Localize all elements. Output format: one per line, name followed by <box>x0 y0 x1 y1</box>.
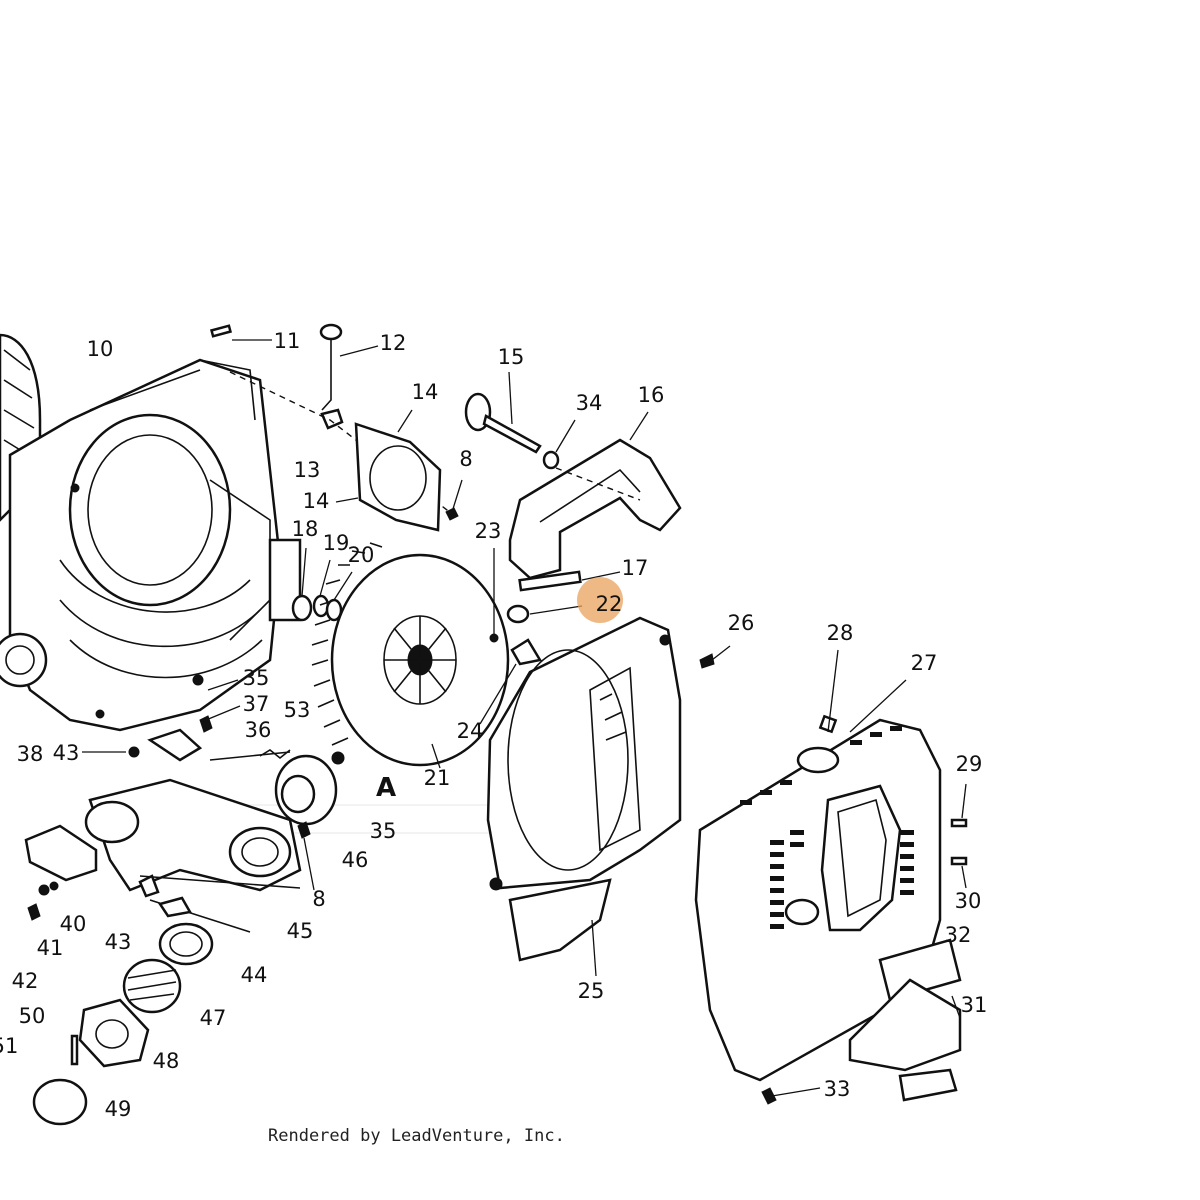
callout-28: 28 <box>827 621 854 645</box>
callout-20: 20 <box>348 543 375 567</box>
callout-49: 49 <box>105 1097 132 1121</box>
callout-31: 31 <box>961 993 988 1017</box>
callout-10: 10 <box>87 337 114 361</box>
callout-25: 25 <box>578 979 605 1003</box>
callout-47: 47 <box>200 1006 227 1030</box>
callout-36: 36 <box>245 718 272 742</box>
throttle-linkage-parts <box>24 674 345 1126</box>
callout-17: 17 <box>622 556 649 580</box>
callout-14: 14 <box>412 380 439 404</box>
callout-34: 34 <box>576 391 603 415</box>
blower-housing-part <box>0 333 302 732</box>
callout-43: 43 <box>105 930 132 954</box>
callout-51: 51 <box>0 1034 18 1058</box>
credit-text: Rendered by LeadVenture, Inc. <box>268 1126 565 1146</box>
callout-19: 19 <box>323 531 350 555</box>
callout-16: 16 <box>638 383 665 407</box>
callout-38: 38 <box>17 742 44 766</box>
handle-assembly-parts <box>464 371 682 643</box>
gasket-parts <box>335 409 463 532</box>
callout-30: 30 <box>955 889 982 913</box>
callout-37: 37 <box>243 692 270 716</box>
vent-grille <box>740 726 914 929</box>
bearing-washer-parts <box>291 547 353 622</box>
highlight-ring-22 <box>577 577 623 623</box>
callout-35: 35 <box>370 819 397 843</box>
callout-29: 29 <box>956 752 983 776</box>
callout-27: 27 <box>911 651 938 675</box>
fan-impeller-part <box>311 542 510 769</box>
callout-15: 15 <box>498 345 525 369</box>
callout-22: 22 <box>596 592 623 616</box>
callout-13: 13 <box>294 458 321 482</box>
callout-33: 33 <box>824 1077 851 1101</box>
callout-24: 24 <box>457 719 484 743</box>
callout-32: 32 <box>945 923 972 947</box>
callout-14: 14 <box>303 489 330 513</box>
callout-43: 43 <box>53 741 80 765</box>
callout-18: 18 <box>292 517 319 541</box>
callout-44: 44 <box>241 963 268 987</box>
fan-cover-frame-part <box>479 616 731 977</box>
callout-26: 26 <box>728 611 755 635</box>
callout-50: 50 <box>19 1004 46 1028</box>
callout-12: 12 <box>380 331 407 355</box>
callout-42: 42 <box>12 969 39 993</box>
callout-23: 23 <box>475 519 502 543</box>
callout-11: 11 <box>274 329 301 353</box>
outer-cover-part <box>694 649 968 1105</box>
callout-40: 40 <box>60 912 87 936</box>
callout-21: 21 <box>424 766 451 790</box>
callout-46: 46 <box>342 848 369 872</box>
callout-48: 48 <box>153 1049 180 1073</box>
callout-8: 8 <box>312 887 325 911</box>
callout-A: A <box>376 773 396 803</box>
callout-41: 41 <box>37 936 64 960</box>
callout-35: 35 <box>243 666 270 690</box>
callout-8: 8 <box>459 447 472 471</box>
callout-45: 45 <box>287 919 314 943</box>
callout-53: 53 <box>284 698 311 722</box>
